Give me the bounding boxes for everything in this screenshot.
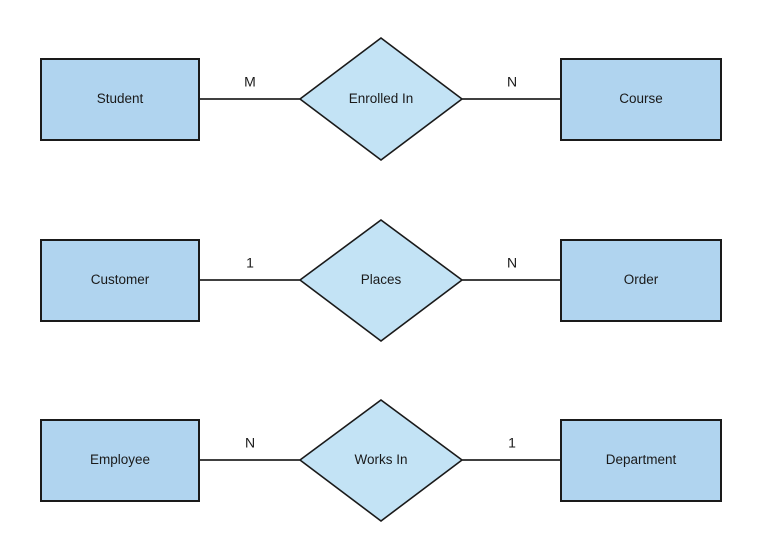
entity-label-employee: Employee <box>90 452 150 467</box>
entity-box-course[interactable] <box>560 58 722 141</box>
entity-box-customer[interactable] <box>40 239 200 322</box>
entity-label-order: Order <box>624 272 659 287</box>
cardinality-right-3: 1 <box>508 435 516 451</box>
cardinality-left-3: N <box>245 435 255 451</box>
relationship-row-employee-works-in-department: Employee Works In Department N 1 <box>40 399 722 523</box>
entity-box-order[interactable] <box>560 239 722 322</box>
entity-label-course: Course <box>619 91 663 106</box>
entity-label-student: Student <box>97 91 144 106</box>
entity-label-customer: Customer <box>91 272 150 287</box>
entity-box-employee[interactable] <box>40 419 200 502</box>
entity-box-department[interactable] <box>560 419 722 502</box>
relationship-label-works-in: Works In <box>354 452 407 467</box>
relationship-diamond-works-in[interactable] <box>298 399 464 523</box>
entity-label-department: Department <box>606 452 677 467</box>
cardinality-left-1: M <box>244 74 256 90</box>
relationship-label-enrolled-in: Enrolled In <box>349 91 414 106</box>
relationship-label-places: Places <box>361 272 402 287</box>
entity-box-student[interactable] <box>40 58 200 141</box>
cardinality-right-2: N <box>507 255 517 271</box>
relationship-diamond-places[interactable] <box>298 219 464 343</box>
cardinality-right-1: N <box>507 74 517 90</box>
relationship-diamond-enrolled-in[interactable] <box>298 36 464 162</box>
cardinality-left-2: 1 <box>246 255 254 271</box>
relationship-row-student-enrolled-in-course: Student Enrolled In Course M N <box>40 36 722 162</box>
relationship-row-customer-places-order: Customer Places Order 1 N <box>40 219 722 343</box>
